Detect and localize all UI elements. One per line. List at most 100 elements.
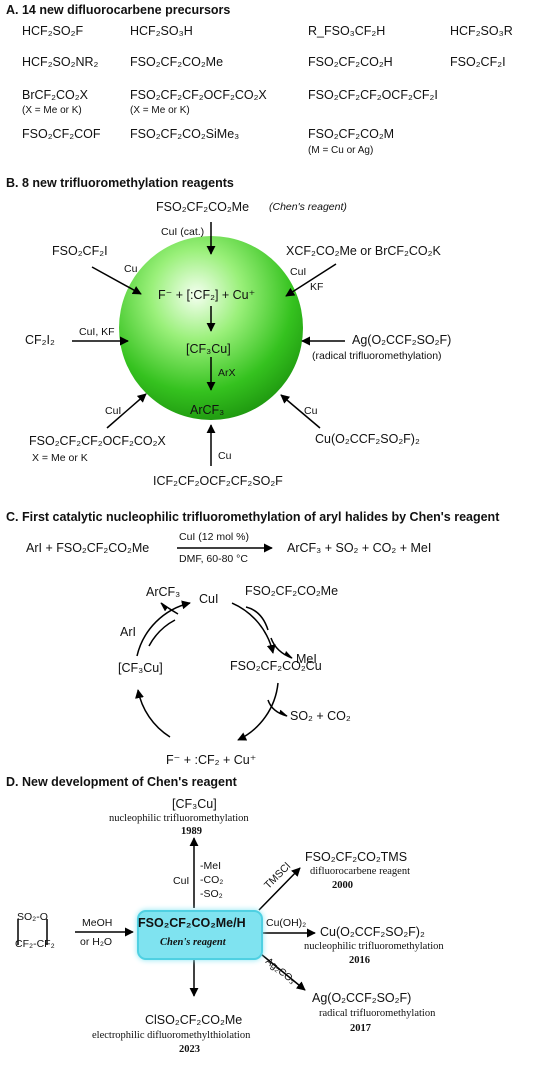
d-bottom-year: 2023: [179, 1044, 200, 1055]
cycle-ari: ArI: [120, 625, 136, 639]
cycle-arcf3: ArCF₃: [146, 585, 181, 599]
sphere-product: ArCF₃: [190, 403, 225, 417]
d-center-formula: FSO₂CF₂CO₂Me/H: [138, 916, 246, 930]
branch-fso2-in: [245, 606, 269, 631]
cond-cu-3: Cu: [218, 450, 232, 462]
reagent-chen: FSO₂CF₂CO₂Me: [156, 200, 250, 214]
precursor-fso2cf2co2me: FSO₂CF₂CO₂Me: [130, 55, 224, 69]
cycle-fso2cf2co2me: FSO₂CF₂CO₂Me: [245, 584, 339, 598]
cond-cui-1: CuI: [290, 266, 307, 278]
section-c-title: C. First catalytic nucleophilic trifluor…: [6, 510, 500, 524]
sphere-species-1: F⁻ + [:CF₂] + Cu⁺: [158, 288, 256, 302]
cycle-fso2cf2co2cu: FSO₂CF₂CO₂Cu: [230, 659, 322, 673]
d-upper-right-year: 2000: [332, 880, 353, 891]
d-cuoh2: Cu(OH)₂: [266, 917, 307, 929]
reagent-fso2cf2i: FSO₂CF₂I: [52, 244, 108, 258]
reagent-ag: Ag(O₂CCF₂SO₂F): [352, 333, 452, 347]
precursor-brcf2co2x: BrCF₂CO₂X: [22, 88, 88, 102]
arrow-d-ag: [255, 949, 306, 991]
precursor-hcf2so2f: HCF₂SO₂F: [22, 24, 84, 38]
note-x-me-or-k-2: (X = Me or K): [130, 105, 190, 116]
branch-arcf3-out: [160, 602, 179, 615]
precursor-hcf2so2nr2: HCF₂SO₂NR₂: [22, 55, 99, 69]
cycle-so2-co2: SO₂ + CO₂: [290, 709, 351, 723]
cond-cu-1: Cu: [124, 263, 138, 275]
d-top-byproduct-3: -SO₂: [200, 888, 223, 900]
d-start-cond-top: MeOH: [82, 917, 113, 929]
ag-note: (radical trifluoromethylation): [312, 350, 442, 362]
precursor-fso2cf2co2h: FSO₂CF₂CO₂H: [308, 55, 393, 69]
cycle-cf2-species: F⁻ + :CF₂ + Cu⁺: [166, 753, 257, 767]
d-center-name: Chen's reagent: [160, 937, 226, 948]
precursor-fso2cf2cf2ocf2cf2i: FSO₂CF₂CF₂OCF₂CF₂I: [308, 88, 438, 102]
precursor-rfso3cf2h: R_FSO₃CF₂H: [308, 24, 386, 38]
cycle-arc-2: [237, 682, 279, 741]
reaction-left: ArI + FSO₂CF₂CO₂Me: [26, 541, 150, 555]
d-top-product: [CF₃Cu]: [172, 797, 217, 811]
sphere-arx: ArX: [218, 367, 236, 379]
chen-label: (Chen's reagent): [269, 201, 347, 213]
d-top-byproduct-2: -CO₂: [200, 874, 224, 886]
d-bottom-product: ClSO₂CF₂CO₂Me: [145, 1013, 243, 1027]
note-m-cu-or-ag: (M = Cu or Ag): [308, 145, 374, 156]
cycle-mei: MeI: [296, 652, 317, 666]
reaction-right: ArCF₃ + SO₂ + CO₂ + MeI: [287, 541, 432, 555]
cycle-cf3cu: [CF₃Cu]: [118, 661, 163, 675]
d-upper-right-desc: difluorocarbene reagent: [310, 866, 410, 877]
cycle-arc-4: [136, 600, 191, 657]
section-a-title: A. 14 new difluorocarbene precursors: [6, 3, 231, 17]
d-start-line2: CF₂-CF₂: [15, 938, 55, 950]
d-right-year: 2016: [349, 955, 370, 966]
arrow-cu-in: [280, 394, 321, 429]
cycle-cui: CuI: [199, 592, 219, 606]
d-start-cond-bottom: or H₂O: [80, 936, 113, 948]
reaction-cond-top: CuI (12 mol %): [179, 531, 250, 543]
d-lower-right-year: 2017: [350, 1023, 371, 1034]
reaction-cond-bottom: DMF, 60-80 °C: [179, 553, 248, 565]
precursor-fso2cf2co2sime3: FSO₂CF₂CO₂SiMe₃: [130, 127, 240, 141]
note-x-me-or-k-1: (X = Me or K): [22, 105, 82, 116]
precursor-hcf2so3h: HCF₂SO₃H: [130, 24, 193, 38]
d-top-year: 1989: [181, 826, 202, 837]
precursor-fso2cf2cof: FSO₂CF₂COF: [22, 127, 101, 141]
reagent-xcf2co2me: XCF₂CO₂Me or BrCF₂CO₂K: [286, 244, 441, 258]
reagent-cu-salt: Cu(O₂CCF₂SO₂F)₂: [315, 432, 420, 446]
d-lower-right-product: Ag(O₂CCF₂SO₂F): [312, 991, 412, 1005]
precursor-hcf2so3r: HCF₂SO₃R: [450, 24, 513, 38]
arrow-d-tmscl: [258, 867, 301, 911]
branch-ari-in: [148, 619, 176, 647]
cond-cui-cat: CuI (cat.): [161, 226, 205, 238]
cycle-arc-1: [231, 602, 276, 654]
branch-so2-out: [267, 699, 288, 717]
arrow-xcf2-in: [285, 263, 337, 297]
precursor-fso2cf2i: FSO₂CF₂I: [450, 55, 506, 69]
d-right-product: Cu(O₂CCF₂SO₂F)₂: [320, 925, 425, 939]
cond-cu-2: Cu: [304, 405, 318, 417]
cycle-arc-3: [135, 689, 171, 738]
d-upper-right-product: FSO₂CF₂CO₂TMS: [305, 850, 408, 864]
d-top-desc: nucleophilic trifluoromethylation: [109, 813, 249, 824]
cond-kf: KF: [310, 281, 324, 293]
d-top-byproduct-1: -MeI: [200, 860, 221, 872]
section-d-title: D. New development of Chen's reagent: [6, 775, 237, 789]
d-bottom-desc: electrophilic difluoromethylthiolation: [92, 1030, 251, 1041]
precursor-fso2cf2cf2ocf2co2x: FSO₂CF₂CF₂OCF₂CO₂X: [130, 88, 267, 102]
d-top-reagent: CuI: [173, 875, 190, 887]
d-right-desc: nucleophilic trifluoromethylation: [304, 941, 444, 952]
chens-reagent-box: [137, 910, 263, 960]
precursor-fso2cf2co2m: FSO₂CF₂CO₂M: [308, 127, 395, 141]
cond-cui-2: CuI: [105, 405, 122, 417]
arrow-fso2-x-in: [106, 393, 147, 429]
sphere-species-2: [CF₃Cu]: [186, 342, 231, 356]
d-start-line1: SO₂-O: [17, 911, 48, 923]
reagent-fso2cf2cf2ocf2co2x: FSO₂CF₂CF₂OCF₂CO₂X: [29, 434, 166, 448]
reagent-icf2: ICF₂CF₂OCF₂CF₂SO₂F: [153, 474, 283, 488]
d-lower-right-desc: radical trifluoromethylation: [319, 1008, 436, 1019]
section-b-title: B. 8 new trifluoromethylation reagents: [6, 176, 234, 190]
reagent-cf2i2: CF₂I₂: [25, 333, 55, 347]
cond-cui-kf: CuI, KF: [79, 326, 115, 338]
arrow-fso2cf2i-in: [91, 266, 142, 295]
branch-mei-out: [270, 637, 293, 659]
x-note: X = Me or K: [32, 452, 88, 464]
